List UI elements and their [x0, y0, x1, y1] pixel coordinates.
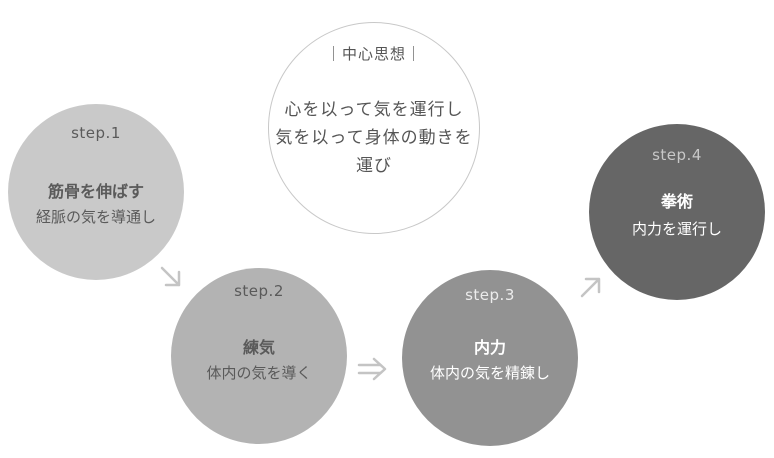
arrow-right-icon — [357, 357, 387, 381]
arrow-up-right-icon — [580, 277, 601, 298]
arrow-down-right-icon — [160, 266, 181, 287]
step-2-circle: step.2 練気 体内の気を導く — [171, 268, 347, 444]
core-idea-title: ｜中心思想｜ — [325, 45, 422, 63]
core-idea-line-2: 気を以って身体の動きを — [275, 128, 473, 148]
step-1-label: step.1 — [71, 124, 121, 142]
core-idea-line-3: 運び — [356, 156, 392, 176]
step-1-description: 経脈の気を導通し — [35, 208, 156, 226]
step-3-title: 内力 — [473, 338, 506, 357]
step-1-title: 筋骨を伸ばす — [47, 182, 144, 201]
step-2-description: 体内の気を導く — [206, 364, 312, 382]
step-1-circle: step.1 筋骨を伸ばす 経脈の気を導通し — [8, 104, 184, 280]
step-3-description: 体内の気を精錬し — [429, 364, 550, 382]
core-idea-circle: ｜中心思想｜ 心を以って気を運行し 気を以って身体の動きを 運び — [268, 22, 480, 234]
step-4-description: 内力を運行し — [631, 220, 722, 238]
step-3-label: step.3 — [465, 286, 515, 304]
step-2-label: step.2 — [234, 282, 284, 300]
step-4-label: step.4 — [652, 146, 702, 164]
core-idea-line-1: 心を以って気を運行し — [284, 100, 464, 120]
step-4-title: 拳術 — [660, 192, 693, 211]
step-3-circle: step.3 内力 体内の気を精錬し — [402, 270, 578, 446]
step-2-title: 練気 — [242, 338, 275, 357]
step-4-circle: step.4 拳術 内力を運行し — [589, 124, 765, 300]
